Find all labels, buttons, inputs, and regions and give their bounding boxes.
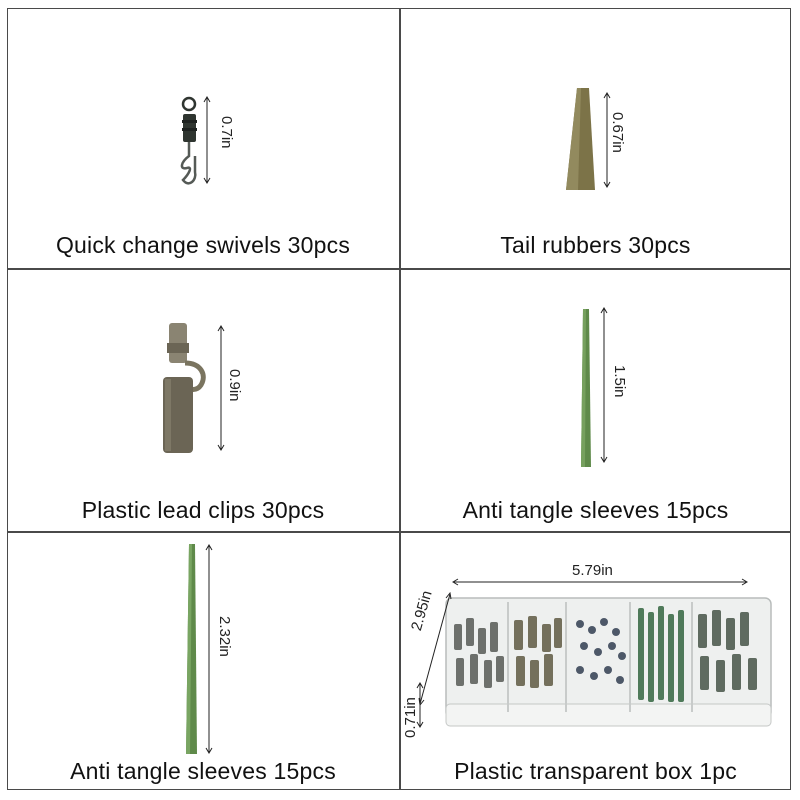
height-dimension-arrow [416,682,424,728]
dimension-arrow [205,544,213,754]
dimension-label: 0.7in [218,116,235,149]
anti-tangle-sleeve-image [186,544,197,754]
cell-plastic-transparent-box: 5.79in [400,532,791,790]
cell-anti-tangle-sleeves-long: 2.32in Anti tangle sleeves 15pcs [7,532,399,790]
tail-rubber-image [566,88,595,190]
caption: Plastic lead clips 30pcs [81,497,325,523]
plastic-box-image [445,597,772,727]
dimension-arrow [217,325,225,451]
caption: Anti tangle sleeves 15pcs [462,497,729,523]
length-dimension-label: 5.79in [572,562,613,579]
dimension-label: 2.32in [216,616,233,657]
grid-divider-horizontal-1 [7,268,791,270]
cell-quick-change-swivels: 0.7in Quick change swivels 30pcs [7,8,399,268]
dimension-arrow [603,92,611,188]
anti-tangle-sleeve-image [581,309,591,467]
dimension-label: 0.9in [226,369,243,402]
caption: Plastic transparent box 1pc [454,758,737,784]
lead-clip-image [163,323,206,453]
dimension-label: 1.5in [611,365,628,398]
height-dimension-label: 0.71in [402,697,419,738]
grid-divider-vertical [399,8,401,790]
grid-divider-horizontal-2 [7,531,791,533]
cell-tail-rubbers: 0.67in Tail rubbers 30pcs [400,8,791,268]
dimension-arrow [203,96,211,184]
caption: Quick change swivels 30pcs [55,232,351,258]
caption: Anti tangle sleeves 15pcs [70,758,336,784]
caption: Tail rubbers 30pcs [500,232,691,258]
cell-anti-tangle-sleeves-short: 1.5in Anti tangle sleeves 15pcs [400,269,791,531]
dimension-label: 0.67in [609,112,626,153]
dimension-arrow [600,307,608,463]
cell-plastic-lead-clips: 0.9in Plastic lead clips 30pcs [7,269,399,531]
quick-change-swivel-image [180,96,197,185]
length-dimension-arrow [452,578,748,586]
